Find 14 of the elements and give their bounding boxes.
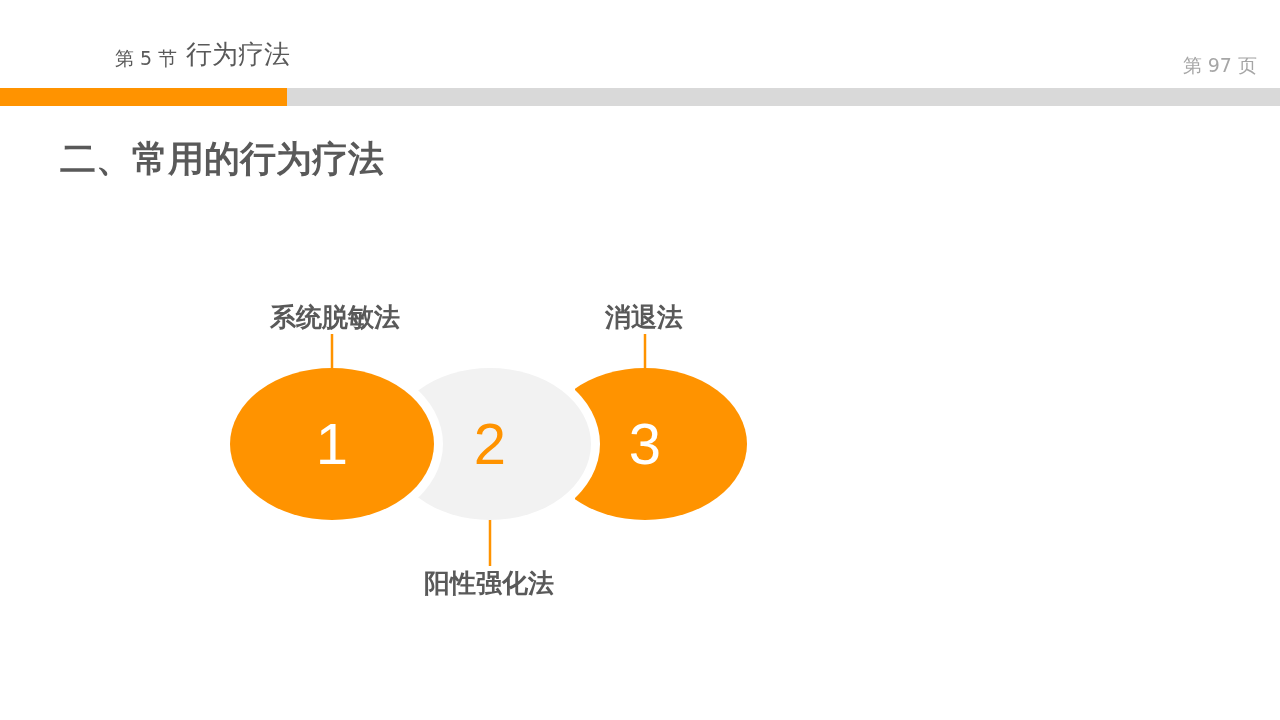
method-label: 阳性强化法	[424, 566, 554, 600]
leader-line	[488, 520, 492, 566]
step-number: 2	[473, 414, 507, 474]
section-number: 第 5 节	[115, 47, 178, 70]
leader-line	[330, 334, 334, 368]
section-title: 行为疗法	[186, 39, 290, 71]
leader-line	[643, 334, 647, 368]
slide-heading: 二、常用的行为疗法	[60, 137, 384, 181]
method-label: 系统脱敏法	[270, 300, 400, 334]
page-number: 第 97 页	[1182, 54, 1257, 77]
step-number: 1	[315, 414, 349, 474]
method-label: 消退法	[605, 300, 683, 334]
step-number: 3	[628, 414, 662, 474]
crescent-shape	[575, 368, 747, 520]
